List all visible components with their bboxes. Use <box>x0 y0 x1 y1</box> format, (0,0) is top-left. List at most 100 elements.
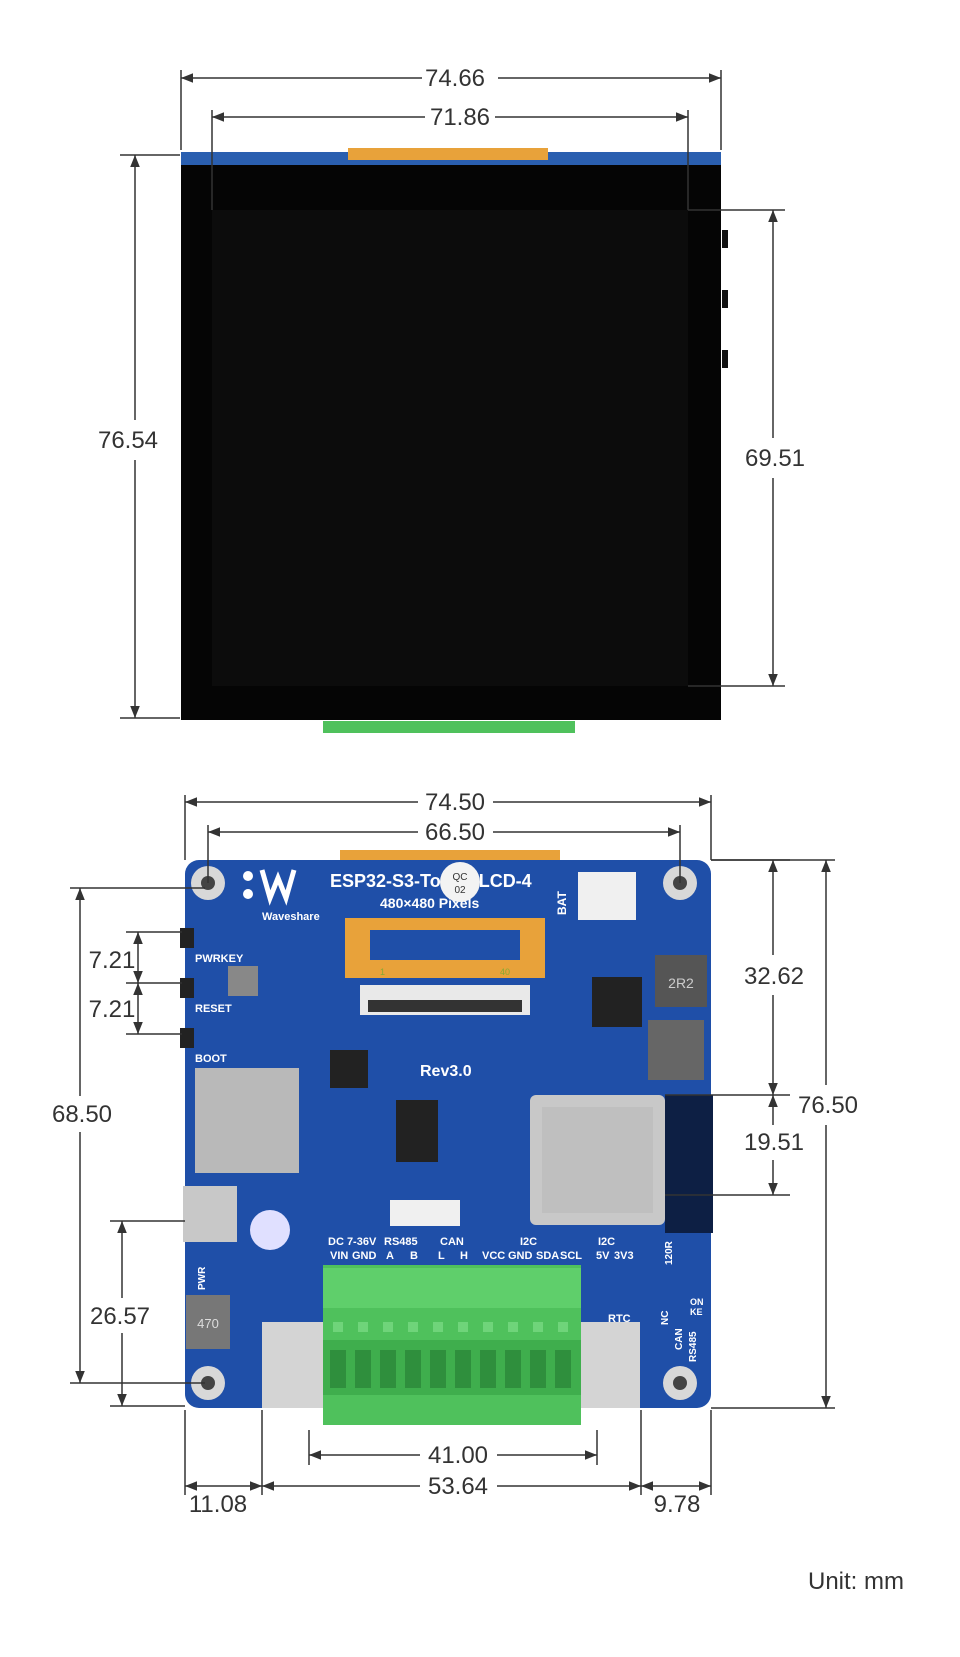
terminal-screw <box>358 1322 368 1332</box>
terminal-screw <box>508 1322 518 1332</box>
fpc-cutout <box>370 930 520 960</box>
i2c-3v3-label: 3V3 <box>614 1250 634 1262</box>
lcd-active-area <box>212 210 688 686</box>
terminal-slots <box>330 1322 571 1388</box>
lcd-front-view <box>181 148 728 733</box>
terminal-screw <box>333 1322 343 1332</box>
board-title: ESP32-S3-Touch-LCD-4 <box>330 871 532 891</box>
pcb-fpc-edge <box>340 850 560 862</box>
switch-can-label: CAN <box>674 1328 685 1350</box>
terminal-screw <box>383 1322 393 1332</box>
terminal-slot <box>330 1350 346 1388</box>
unit-label: Unit: mm <box>808 1568 904 1595</box>
boot-label: BOOT <box>195 1053 227 1065</box>
antenna-area <box>665 1095 713 1233</box>
vin-label: VIN <box>330 1250 348 1262</box>
qc-label: QC <box>453 872 468 883</box>
dim-top-height-outer: 76.54 <box>98 427 158 454</box>
terminal-screw <box>458 1322 468 1332</box>
switch-nc-label: NC <box>660 1311 671 1325</box>
dim-module-height: 19.51 <box>744 1129 804 1156</box>
usb-c-port <box>183 1186 237 1242</box>
power-group-label: DC 7-36V <box>328 1236 377 1248</box>
i2c-vcc-label: VCC <box>482 1250 505 1262</box>
i2c-scl-label: SCL <box>560 1250 582 1262</box>
dim-usb-to-edge: 26.57 <box>90 1303 150 1330</box>
fpc-pin-1: 1 <box>380 967 385 977</box>
dim-upper-right: 32.62 <box>744 963 804 990</box>
lcd-fpc-strip <box>348 148 548 160</box>
rs485-b-label: B <box>410 1250 418 1262</box>
waveshare-logo <box>243 869 297 906</box>
brand-label: Waveshare <box>262 911 320 923</box>
dim-bottom-height-left: 68.50 <box>52 1101 112 1128</box>
i2c-group-label: I2C <box>520 1236 537 1248</box>
rs485-group-label: RS485 <box>384 1236 418 1248</box>
electrolytic-capacitor <box>250 1210 290 1250</box>
dim-top-width-inner: 71.86 <box>430 104 490 131</box>
ic-chip <box>592 977 642 1027</box>
rtc-label: RTC <box>608 1313 631 1325</box>
i2c-sda-label: SDA <box>536 1250 559 1262</box>
buzzer <box>648 1020 704 1080</box>
terminal-slot <box>505 1350 521 1388</box>
dim-bottom-width-inner: 66.50 <box>425 819 485 846</box>
switch-ke-label: KE <box>690 1307 703 1317</box>
fpc-pin-40: 40 <box>500 967 510 977</box>
rs485-a-label: A <box>386 1250 394 1262</box>
inductor-470-label: 470 <box>197 1316 219 1331</box>
dim-bottom-width-outer: 74.50 <box>425 789 485 816</box>
qc-number: 02 <box>454 885 466 896</box>
battery-connector <box>578 872 636 920</box>
i2c-5v-label: 5V <box>596 1250 610 1262</box>
terminal-screw <box>408 1322 418 1332</box>
side-keys <box>180 928 194 1048</box>
terminal-slot <box>530 1350 546 1388</box>
terminal-screw <box>558 1322 568 1332</box>
sd-card-slot <box>195 1068 299 1173</box>
terminal-screw <box>483 1322 493 1332</box>
can-h-label: H <box>460 1250 468 1262</box>
dim-key-spacing-1: 7.21 <box>89 947 136 974</box>
dim-middle-span: 53.64 <box>428 1473 488 1500</box>
terminal-screw <box>533 1322 543 1332</box>
resistor-label: 120R <box>664 1240 675 1265</box>
switch-rs485-label: RS485 <box>688 1331 699 1362</box>
terminal-slot <box>380 1350 396 1388</box>
dim-top-height-inner: 69.51 <box>745 445 805 472</box>
inductor-470 <box>186 1295 230 1349</box>
rev-label: Rev3.0 <box>420 1063 472 1080</box>
terminal-block <box>323 1265 581 1425</box>
inductor-2r2 <box>655 955 707 1007</box>
terminal-slot <box>430 1350 446 1388</box>
ic-left <box>330 1050 368 1088</box>
fuse <box>390 1200 460 1226</box>
pcb-back-view: Waveshare ESP32-S3-Touch-LCD-4 480×480 P… <box>180 850 713 1425</box>
i2c-voltage-label: I2C <box>598 1236 615 1248</box>
terminal-slot <box>405 1350 421 1388</box>
i2c-gnd-label: GND <box>508 1250 533 1262</box>
dim-terminal-width: 41.00 <box>428 1442 488 1469</box>
top-dimensions <box>120 70 785 719</box>
can-group-label: CAN <box>440 1236 464 1248</box>
ic-center <box>396 1100 438 1162</box>
terminal-screw <box>433 1322 443 1332</box>
pwrkey-label: PWRKEY <box>195 953 244 965</box>
terminal-labels: DC 7-36V VIN GND RS485 A B CAN L H I2C V… <box>197 1236 704 1362</box>
gnd-label: GND <box>352 1250 377 1262</box>
pwr-label: PWR <box>197 1266 208 1290</box>
qc-sticker: QC 02 <box>440 862 480 902</box>
dim-right-offset: 9.78 <box>654 1491 701 1518</box>
terminal-slot <box>555 1350 571 1388</box>
lcd-terminal-edge <box>323 721 575 733</box>
reset-label: RESET <box>195 1003 232 1015</box>
inductor-2r2-label: 2R2 <box>668 975 694 991</box>
can-l-label: L <box>438 1250 445 1262</box>
switch-on-label: ON <box>690 1297 704 1307</box>
bat-label: BAT <box>555 891 569 915</box>
dim-top-width-outer: 74.66 <box>425 65 485 92</box>
lcd-side-button <box>722 350 728 368</box>
lcd-side-button <box>722 290 728 308</box>
dim-left-offset: 11.08 <box>189 1491 247 1518</box>
